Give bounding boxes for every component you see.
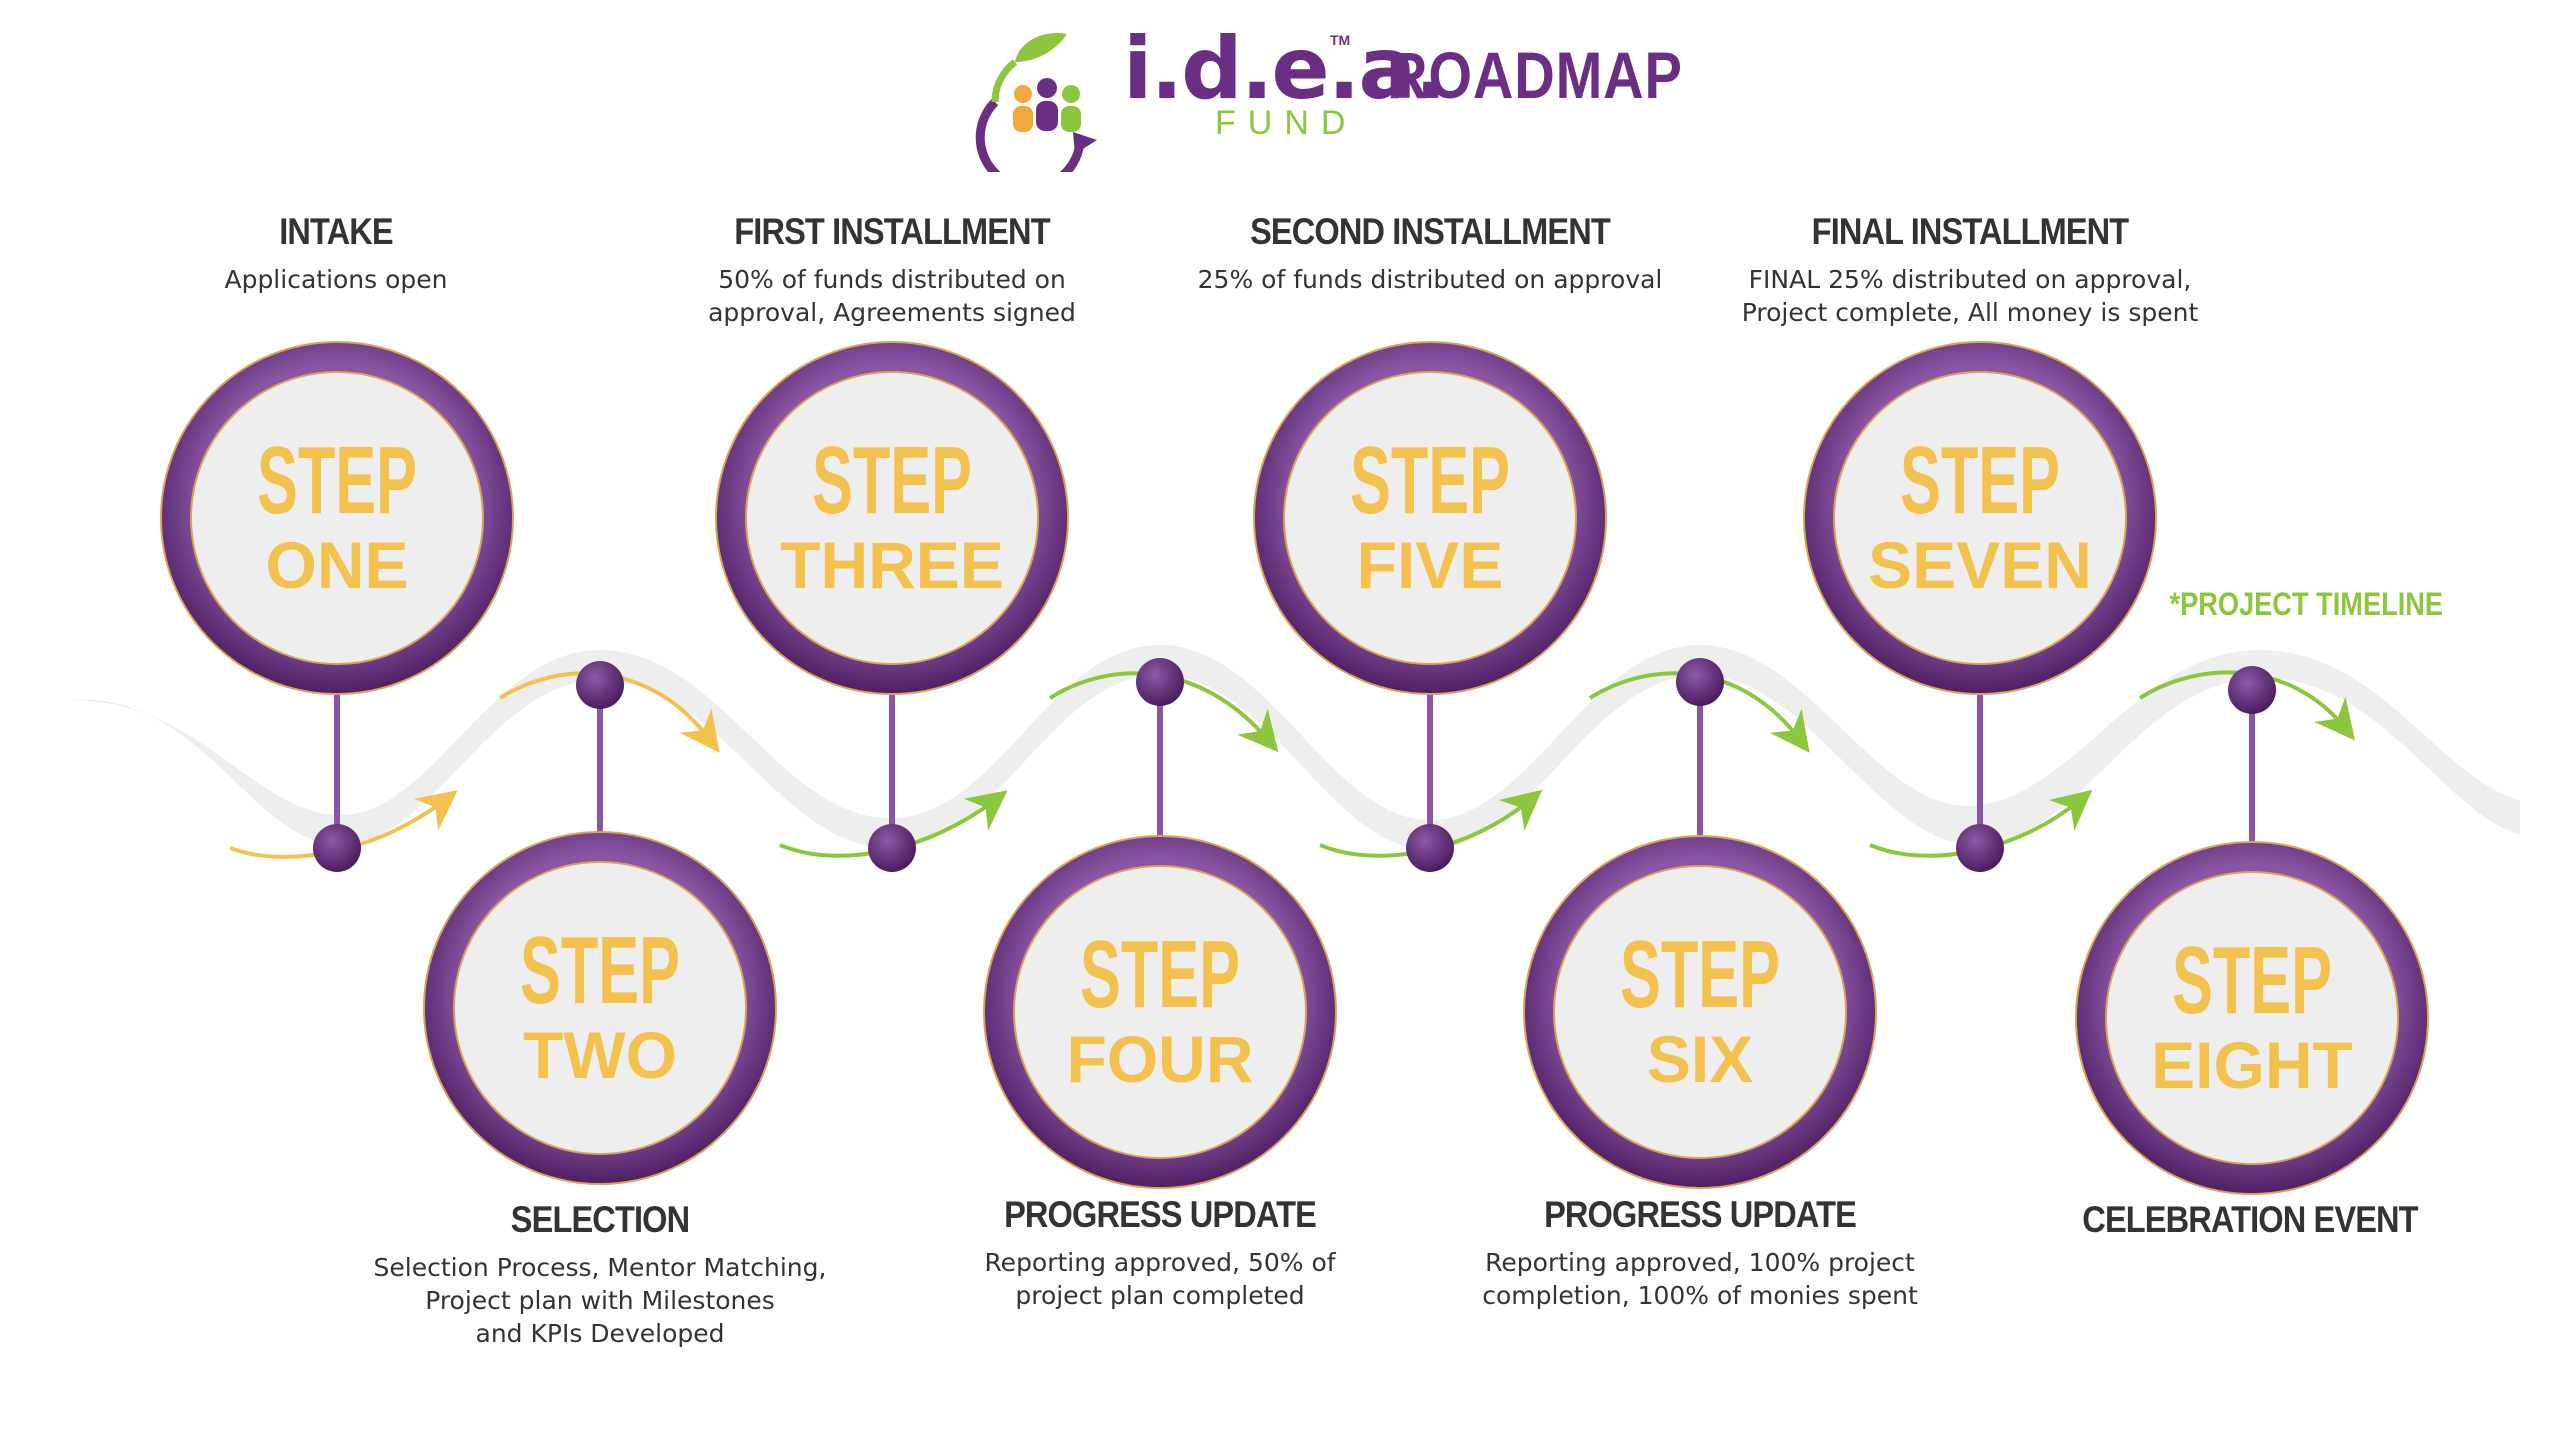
step-number-word: SIX bbox=[1647, 1022, 1753, 1096]
step-2-text: SELECTION Selection Process, Mentor Matc… bbox=[340, 1199, 860, 1350]
step-description: 50% of funds distributed on approval, Ag… bbox=[708, 264, 1076, 327]
step-number-word: TWO bbox=[523, 1018, 677, 1092]
step-5-timeline-dot bbox=[1406, 824, 1454, 872]
step-1-timeline-dot bbox=[313, 824, 361, 872]
page-title: ROADMAP bbox=[1387, 38, 1683, 112]
idea-fund-logo-icon bbox=[975, 32, 1097, 172]
logo-subtitle: FUND bbox=[1215, 104, 1358, 142]
step-number-word: EIGHT bbox=[2151, 1028, 2353, 1102]
timeline-label: *PROJECT TIMELINE bbox=[2169, 586, 2444, 622]
step-title: FIRST INSTALLMENT bbox=[734, 211, 1050, 252]
step-4-timeline-dot bbox=[1136, 658, 1184, 706]
step-1-text: INTAKE Applications open bbox=[136, 211, 536, 296]
step-number-word: ONE bbox=[265, 528, 408, 602]
step-word: STEP bbox=[1350, 427, 1510, 534]
step-word: STEP bbox=[257, 427, 417, 534]
step-title: CELEBRATION EVENT bbox=[2082, 1199, 2418, 1240]
step-6-text: PROGRESS UPDATE Reporting approved, 100%… bbox=[1440, 1194, 1960, 1312]
step-3-text: FIRST INSTALLMENT 50% of funds distribut… bbox=[662, 211, 1122, 329]
step-word: STEP bbox=[1080, 921, 1240, 1028]
step-7-timeline-dot bbox=[1956, 824, 2004, 872]
step-title: SELECTION bbox=[510, 1199, 690, 1240]
step-7-text: FINAL INSTALLMENT FINAL 25% distributed … bbox=[1700, 211, 2240, 329]
step-title: PROGRESS UPDATE bbox=[1004, 1194, 1317, 1235]
step-number-word: THREE bbox=[780, 528, 1004, 602]
step-3-timeline-dot bbox=[868, 824, 916, 872]
step-4-text: PROGRESS UPDATE Reporting approved, 50% … bbox=[930, 1194, 1390, 1312]
step-description: 25% of funds distributed on approval bbox=[1197, 264, 1663, 294]
step-number-word: FOUR bbox=[1067, 1022, 1254, 1096]
step-2-timeline-dot bbox=[576, 661, 624, 709]
logo-trademark: TM bbox=[1330, 32, 1351, 48]
step-description: Reporting approved, 50% of project plan … bbox=[984, 1247, 1336, 1310]
step-8-timeline-dot bbox=[2228, 666, 2276, 714]
step-word: STEP bbox=[520, 917, 680, 1024]
logo-wordmark: i.d.e.a. bbox=[1123, 19, 1447, 119]
step-description: FINAL 25% distributed on approval, Proje… bbox=[1741, 264, 2199, 327]
header-logo: i.d.e.a. TM FUND ROADMAP bbox=[975, 19, 1682, 172]
step-8-text: CELEBRATION EVENT bbox=[2020, 1199, 2480, 1241]
step-description: Reporting approved, 100% project complet… bbox=[1482, 1247, 1918, 1310]
step-word: STEP bbox=[1620, 921, 1780, 1028]
step-word: STEP bbox=[2172, 927, 2332, 1034]
step-description: Selection Process, Mentor Matching, Proj… bbox=[373, 1252, 827, 1348]
step-title: INTAKE bbox=[279, 211, 393, 252]
step-number-word: FIVE bbox=[1357, 528, 1504, 602]
timeline-wave bbox=[70, 645, 2520, 850]
step-title: PROGRESS UPDATE bbox=[1544, 1194, 1857, 1235]
step-word: STEP bbox=[1900, 427, 2060, 534]
step-6-timeline-dot bbox=[1676, 658, 1724, 706]
step-title: FINAL INSTALLMENT bbox=[1811, 211, 2130, 252]
step-description: Applications open bbox=[224, 264, 448, 294]
step-word: STEP bbox=[812, 427, 972, 534]
step-5-text: SECOND INSTALLMENT 25% of funds distribu… bbox=[1170, 211, 1690, 296]
step-title: SECOND INSTALLMENT bbox=[1250, 211, 1611, 252]
step-number-word: SEVEN bbox=[1868, 528, 2092, 602]
